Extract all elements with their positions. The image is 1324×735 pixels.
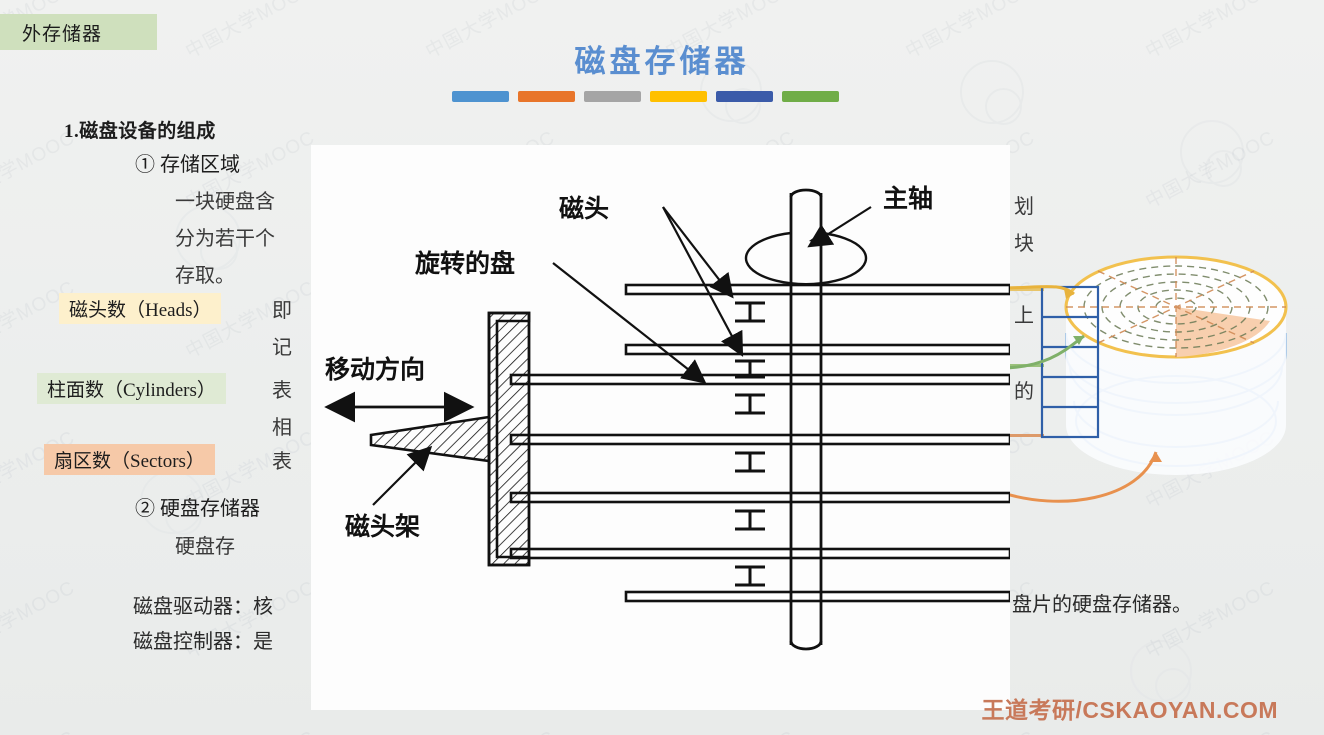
watermark-text: 中国大学MOOC — [180, 723, 319, 735]
chip-cylinders-desc: 表 — [272, 380, 292, 402]
outline-heading: 1.磁盘设备的组成 — [64, 121, 216, 142]
right-fragment-3: 上 — [1014, 305, 1034, 327]
chip-cylinders-desc-2: 相 — [272, 417, 292, 439]
watermark-ring — [985, 88, 1022, 125]
sector-dividers — [1066, 257, 1286, 357]
watermark-text: 中国大学MOOC — [420, 723, 559, 735]
chip-sectors-desc: 表 — [272, 451, 292, 473]
chip-cylinders-label: 柱面数（Cylinders） — [47, 380, 216, 401]
outline-body-3: 存取。 — [175, 265, 235, 287]
accent-bar-group — [452, 91, 839, 102]
platter-group — [509, 283, 1012, 603]
head-carriage — [369, 311, 531, 567]
disk-cross-section-drawing: 磁头 旋转的盘 主轴 移动方向 磁头架 — [324, 184, 1012, 651]
watermark-ring — [1205, 150, 1242, 187]
chip-sectors-rule — [1008, 434, 1044, 437]
read-write-heads — [735, 301, 765, 587]
right-fragment-1: 划 — [1014, 196, 1034, 218]
watermark-text: 中国大学MOOC — [660, 723, 799, 735]
chip-connectors — [1000, 285, 1085, 370]
chip-heads: 磁头数（Heads） — [59, 293, 222, 324]
label-arm: 磁头架 — [345, 512, 420, 541]
chip-heads-desc-2: 记 — [272, 337, 292, 359]
rotation-arrow — [744, 231, 868, 286]
page-title: 磁盘存储器 — [574, 44, 750, 79]
outline-body-2: 分为若干个 — [175, 228, 275, 250]
chip-sectors-label: 扇区数（Sectors） — [54, 451, 205, 472]
spindle — [789, 188, 823, 651]
watermark-text: 中国大学MOOC — [0, 723, 79, 735]
watermark-text: 中国大学MOOC — [0, 577, 79, 663]
label-direction: 移动方向 — [325, 355, 425, 384]
chip-cylinders: 柱面数（Cylinders） — [37, 373, 226, 404]
watermark-ring — [1180, 120, 1244, 184]
bar-orange — [518, 91, 575, 102]
disk-device-figure: 磁头 旋转的盘 主轴 移动方向 磁头架 — [311, 145, 1012, 710]
bar-yellow — [650, 91, 707, 102]
chip-heads-label: 磁头数（Heads） — [69, 300, 212, 321]
label-spindle: 主轴 — [883, 184, 933, 213]
outline-item-1: ① 存储区域 — [135, 154, 240, 176]
chip-sectors: 扇区数（Sectors） — [44, 444, 215, 475]
right-fragment-5: 盘片的硬盘存储器。 — [1012, 594, 1192, 616]
right-fragment-2: 块 — [1014, 233, 1034, 255]
label-head: 磁头 — [559, 194, 609, 223]
bar-gray — [584, 91, 641, 102]
disk-stack-illustration — [1040, 255, 1288, 475]
bar-green — [782, 91, 839, 102]
section-tab: 外存储器 — [0, 14, 157, 50]
chip-heads-rule — [1008, 288, 1044, 291]
outline-controller: 磁盘控制器：是 — [133, 631, 273, 653]
right-fragment-4: 的 — [1014, 381, 1034, 403]
brand-watermark: 王道考研/CSKAOYAN.COM — [981, 697, 1278, 723]
watermark-text: 中国大学MOOC — [1142, 127, 1279, 213]
outline-item-2: ② 硬盘存储器 — [135, 498, 260, 520]
outline-drive: 磁盘驱动器：核 — [133, 596, 273, 618]
bar-dark-blue — [716, 91, 773, 102]
sector-connector — [1000, 451, 1162, 503]
label-platter: 旋转的盘 — [415, 249, 515, 278]
watermark-text: 中国大学MOOC — [1142, 577, 1279, 663]
outline-body-4: 硬盘存 — [175, 536, 235, 558]
outline-body-1: 一块硬盘含 — [175, 191, 275, 213]
chip-heads-desc: 即 — [272, 300, 292, 322]
section-tab-label: 外存储器 — [22, 23, 103, 45]
bar-blue — [452, 91, 509, 102]
